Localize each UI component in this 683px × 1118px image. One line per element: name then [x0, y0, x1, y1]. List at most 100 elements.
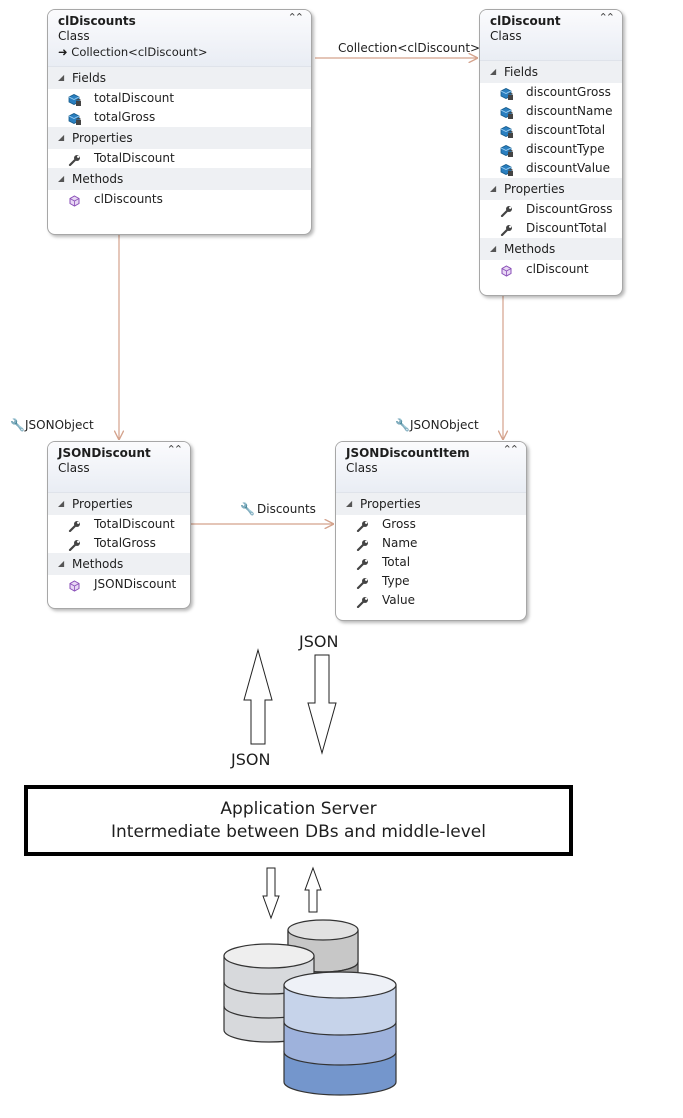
member-discount-total[interactable]: discountTotal: [480, 121, 622, 140]
class-base-label: Collection<clDiscount>: [71, 45, 208, 59]
section-properties[interactable]: ◢ Properties: [48, 127, 311, 149]
collapse-chevron-icon[interactable]: ⌃⌃: [166, 443, 184, 456]
member-total[interactable]: Total: [336, 553, 526, 572]
class-base-type: ➜ Collection<clDiscount>: [58, 44, 301, 60]
section-fields[interactable]: ◢Fields: [48, 67, 311, 89]
member-label: discountType: [526, 142, 605, 156]
collapse-chevron-icon[interactable]: ⌃⌃: [598, 11, 616, 24]
member-label: clDiscount: [526, 262, 589, 276]
member-total-discount[interactable]: TotalDiscount: [48, 515, 190, 534]
member-discount-gross[interactable]: DiscountGross: [480, 200, 622, 219]
class-name: JSONDiscount: [58, 446, 151, 460]
database-icon-front: [283, 971, 397, 1096]
member-total-gross[interactable]: totalGross: [48, 108, 311, 127]
section-fields[interactable]: ◢ Fields: [480, 61, 622, 83]
class-kind: Class: [346, 461, 378, 475]
collapse-triangle-icon[interactable]: ◢: [58, 559, 65, 568]
member-label: clDiscounts: [94, 192, 163, 206]
member-type[interactable]: Type: [336, 572, 526, 591]
section-title: Methods: [72, 172, 124, 186]
member-label: Total: [382, 555, 411, 569]
class-kind: Class: [58, 29, 90, 43]
inheritance-arrow-icon: ➜: [58, 45, 68, 59]
field-icon: [68, 112, 81, 125]
member-label: DiscountGross: [526, 202, 613, 216]
class-name: clDiscounts: [58, 14, 136, 28]
collapse-triangle-icon[interactable]: ◢: [490, 67, 497, 76]
json-label-top: JSON: [299, 632, 339, 651]
section-title: Properties: [72, 131, 133, 145]
class-name: clDiscount: [490, 14, 561, 28]
property-icon: [500, 223, 513, 237]
member-total-discount[interactable]: totalDiscount: [48, 89, 311, 108]
json-object-text: JSONObject: [410, 418, 479, 432]
class-kind: Class: [58, 461, 90, 475]
field-icon: [500, 106, 513, 119]
collapse-triangle-icon[interactable]: ◢: [58, 133, 65, 142]
section-methods[interactable]: ◢Methods: [48, 553, 190, 575]
json-up-arrow: [243, 648, 273, 745]
wrench-icon: 🔧: [10, 418, 25, 432]
member-gross[interactable]: Gross: [336, 515, 526, 534]
method-icon: [68, 579, 81, 592]
member-label: TotalGross: [94, 536, 156, 550]
member-label: DiscountTotal: [526, 221, 607, 235]
section-properties[interactable]: ◢ Properties: [48, 493, 190, 515]
collapse-triangle-icon[interactable]: ◢: [490, 244, 497, 253]
server-title: Application Server: [220, 799, 377, 819]
collapse-triangle-icon[interactable]: ◢: [346, 499, 353, 508]
property-icon: [356, 519, 369, 533]
property-icon: [68, 538, 81, 552]
member-label: discountValue: [526, 161, 611, 175]
property-icon: [500, 204, 513, 218]
section-title: Fields: [504, 65, 538, 79]
member-value[interactable]: Value: [336, 591, 526, 610]
property-icon: [356, 557, 369, 571]
member-total-discount[interactable]: TotalDiscount: [48, 149, 311, 168]
json-object-text: JSONObject: [25, 418, 94, 432]
member-cl-discount[interactable]: clDiscount: [480, 260, 622, 279]
property-icon: [68, 153, 81, 167]
member-discount-type[interactable]: discountType: [480, 140, 622, 159]
collapse-triangle-icon[interactable]: ◢: [490, 184, 497, 193]
collapse-triangle-icon[interactable]: ◢: [58, 174, 65, 183]
collapse-chevron-icon[interactable]: ⌃⌃: [287, 11, 305, 24]
field-icon: [500, 125, 513, 138]
member-discount-name[interactable]: discountName: [480, 102, 622, 121]
member-discount-value[interactable]: discountValue: [480, 159, 622, 178]
property-icon: [356, 538, 369, 552]
member-name[interactable]: Name: [336, 534, 526, 553]
section-properties[interactable]: ◢Properties: [480, 178, 622, 200]
wrench-icon: 🔧: [240, 502, 255, 516]
member-discount-gross[interactable]: discountGross: [480, 83, 622, 102]
member-label: totalDiscount: [94, 91, 175, 105]
section-methods[interactable]: ◢ Methods: [48, 168, 311, 190]
member-label: discountName: [526, 104, 613, 118]
member-label: Value: [382, 593, 415, 607]
member-discount-total[interactable]: DiscountTotal: [480, 219, 622, 238]
section-methods[interactable]: ◢Methods: [480, 238, 622, 260]
json-label-bottom: JSON: [231, 750, 271, 769]
method-icon: [68, 194, 81, 207]
application-server-box: Application Server Intermediate between …: [24, 785, 573, 856]
member-label: discountGross: [526, 85, 611, 99]
collapse-triangle-icon[interactable]: ◢: [58, 73, 65, 82]
collection-association-label: Collection<clDiscount>: [338, 41, 481, 55]
member-total-gross[interactable]: TotalGross: [48, 534, 190, 553]
section-properties[interactable]: ◢Properties: [336, 493, 526, 515]
member-jsondiscount[interactable]: JSONDiscount: [48, 575, 190, 594]
property-icon: [356, 595, 369, 609]
collapse-chevron-icon[interactable]: ⌃⌃: [502, 443, 520, 456]
member-cl-discounts[interactable]: clDiscounts: [48, 190, 311, 209]
section-title: Properties: [72, 497, 133, 511]
collapse-triangle-icon[interactable]: ◢: [58, 499, 65, 508]
